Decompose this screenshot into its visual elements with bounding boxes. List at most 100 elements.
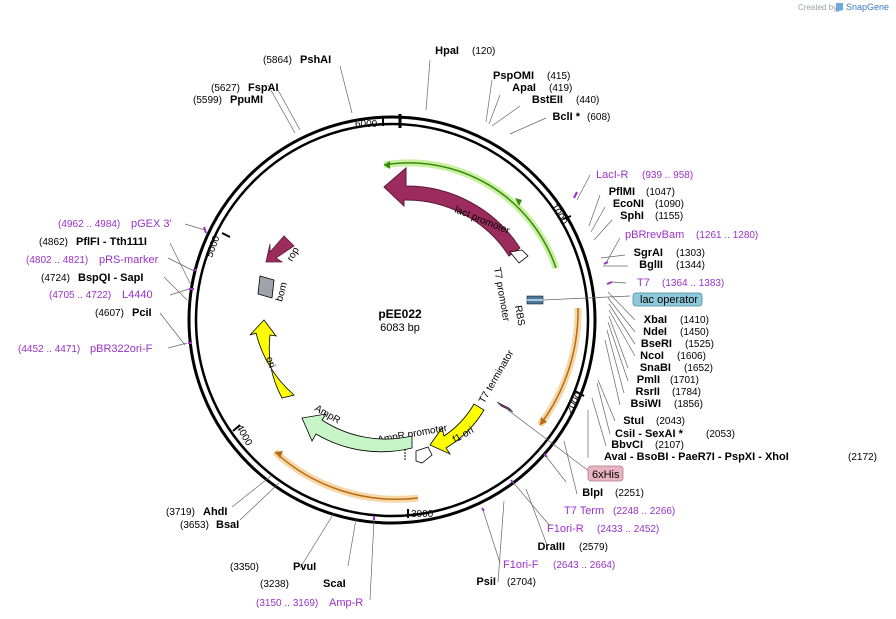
primer-pos-pgex-3: (4962 .. 4984) (58, 219, 120, 230)
primer-name-pbr322ori-f: pBR322ori-F (90, 343, 153, 355)
site-name-bsai: BsaI (216, 519, 239, 531)
site-name-bspqi: BspQI - SapI (78, 272, 143, 284)
lac-operator-tag[interactable] (632, 292, 703, 307)
site-name-pshai: PshAI (300, 54, 331, 66)
tick-label-4000: 4000 (233, 423, 254, 448)
feature-lacI[interactable] (383, 166, 521, 257)
feature-bom[interactable] (257, 275, 275, 299)
site-name-bbvci: BbvCI (611, 439, 643, 451)
site-name-draiii: DraIII (537, 541, 565, 553)
orf-2-arc (539, 307, 579, 426)
tick-label-3000: 3000 (411, 509, 434, 520)
primer-name-laci-r: LacI-R (596, 169, 628, 181)
primer-pos-prs-marker: (4802 .. 4821) (26, 255, 88, 266)
site-name-psii: PsiI (476, 576, 496, 588)
site-pos-ppumi: (5599) (193, 95, 222, 106)
orf-2-arrowhead-icon (540, 417, 547, 425)
site-name-apai: ApaI (512, 82, 536, 94)
primer-pos-t7-term: (2248 .. 2266) (613, 506, 675, 517)
site-pos-stui: (2043) (656, 416, 685, 427)
snapgene-logo-icon (836, 3, 843, 12)
primer-name-t7: T7 (637, 277, 650, 289)
backbone-inner (194, 122, 590, 518)
site-name-pspomi: PspOMI (493, 70, 534, 82)
site-pos-bcli: (608) (587, 112, 610, 123)
primer-marks (188, 191, 613, 520)
site-pos-pflmi: (1047) (646, 187, 675, 198)
primer-name-prs-marker: pRS-marker (99, 254, 159, 266)
primer-name-t7-term: T7 Term (564, 505, 604, 517)
site-pos-bbvci: (2107) (655, 440, 684, 451)
site-pos-bseri: (1525) (685, 339, 714, 350)
site-name-ndei: NdeI (643, 326, 667, 338)
site-pos-sgrai: (1303) (676, 248, 705, 259)
site-pos-csii: (2053) (706, 429, 735, 440)
site-pos-pflfi: (4862) (39, 237, 68, 248)
feature-rop[interactable] (265, 235, 295, 263)
brand-text: SnapGene (846, 2, 889, 12)
site-name-ncoi: NcoI (640, 350, 664, 362)
site-pos-pmli: (1701) (670, 375, 699, 386)
feature-t7-terminator[interactable] (496, 401, 514, 413)
feature-label-ori: ori (263, 355, 277, 369)
site-pos-xbai: (1410) (680, 315, 709, 326)
primer-pos-amp-r: (3150 .. 3169) (256, 598, 318, 609)
site-pos-snabi: (1652) (684, 363, 713, 374)
plasmid-name: pEE022 (378, 307, 422, 321)
site-name-ahdi: AhdI (203, 506, 227, 518)
primer-pos-f1ori-r: (2433 .. 2452) (597, 524, 659, 535)
site-pos-psii: (2704) (507, 577, 536, 588)
site-name-pflmi: PflMI (609, 186, 635, 198)
his-tag-label: 6xHis (592, 469, 620, 481)
site-name-bsteii: BstEII (532, 94, 563, 106)
site-name-sgrai: SgrAI (634, 247, 663, 259)
site-name-bseri: BseRI (641, 338, 672, 350)
feature-ori[interactable] (249, 319, 295, 399)
primer-name-pgex-3: pGEX 3' (131, 218, 172, 230)
site-pos-bspqi: (4724) (41, 273, 70, 284)
primer-pos-pbrrevbam: (1261 .. 1280) (696, 230, 758, 241)
ruler (221, 117, 585, 518)
plasmid-size: 6083 bp (380, 322, 420, 334)
orf-3-arc (274, 451, 419, 501)
primer-name-f1ori-f: F1ori-F (503, 559, 539, 571)
site-name-econi: EcoNI (613, 198, 644, 210)
site-name-scai: ScaI (323, 578, 346, 590)
site-pos-rsrii: (1784) (672, 387, 701, 398)
site-pos-ncoi: (1606) (677, 351, 706, 362)
feature-label-t7-promoter: T7 promoter (491, 267, 511, 323)
site-name-bglii: BglII (639, 259, 663, 271)
feature-lacI-promoter[interactable] (509, 249, 529, 264)
site-name-pmli: PmlI (637, 374, 660, 386)
feature-label-lacI: lacI (453, 186, 471, 201)
orf-lacI-arc (383, 162, 557, 269)
site-pos-pvui: (3350) (230, 562, 259, 573)
backbone-outer (187, 115, 597, 525)
site-pos-pshai: (5864) (263, 55, 292, 66)
site-name-stui: StuI (623, 415, 644, 427)
orf-lacI-arrowhead-icon (384, 161, 390, 169)
feature-label-t7-terminator: T7 terminator (477, 348, 517, 406)
site-pos-blpi: (2251) (615, 488, 644, 499)
primer-pos-pbr322ori-f: (4452 .. 4471) (18, 344, 80, 355)
site-name-fspai: FspAI (248, 82, 279, 94)
site-name-hpai: HpaI (435, 45, 459, 57)
site-pos-ahdi: (3719) (166, 507, 195, 518)
feature-ampR-promoter[interactable] (415, 446, 433, 464)
site-pos-draiii: (2579) (579, 542, 608, 553)
feature-f1-ori[interactable] (429, 403, 485, 455)
site-pos-bsiwi: (1856) (674, 399, 703, 410)
orf-lacI-arrowhead-2-icon (515, 198, 522, 206)
site-name-sphi: SphI (620, 210, 644, 222)
tick-label-6000: 6000 (355, 119, 378, 130)
site-pos-scai: (3238) (260, 579, 289, 590)
lac-operator-tag-label: lac operator (640, 294, 698, 306)
site-name-csii: CsiI - SexAI * (615, 428, 684, 440)
site-pos-bsai: (3653) (180, 520, 209, 531)
site-name-snabi: SnaBI (640, 362, 671, 374)
feature-ampR[interactable] (301, 413, 413, 453)
his-tag[interactable] (587, 465, 624, 482)
tick-label-1000: 1000 (548, 202, 569, 227)
site-name-rsrii: RsrII (636, 386, 660, 398)
